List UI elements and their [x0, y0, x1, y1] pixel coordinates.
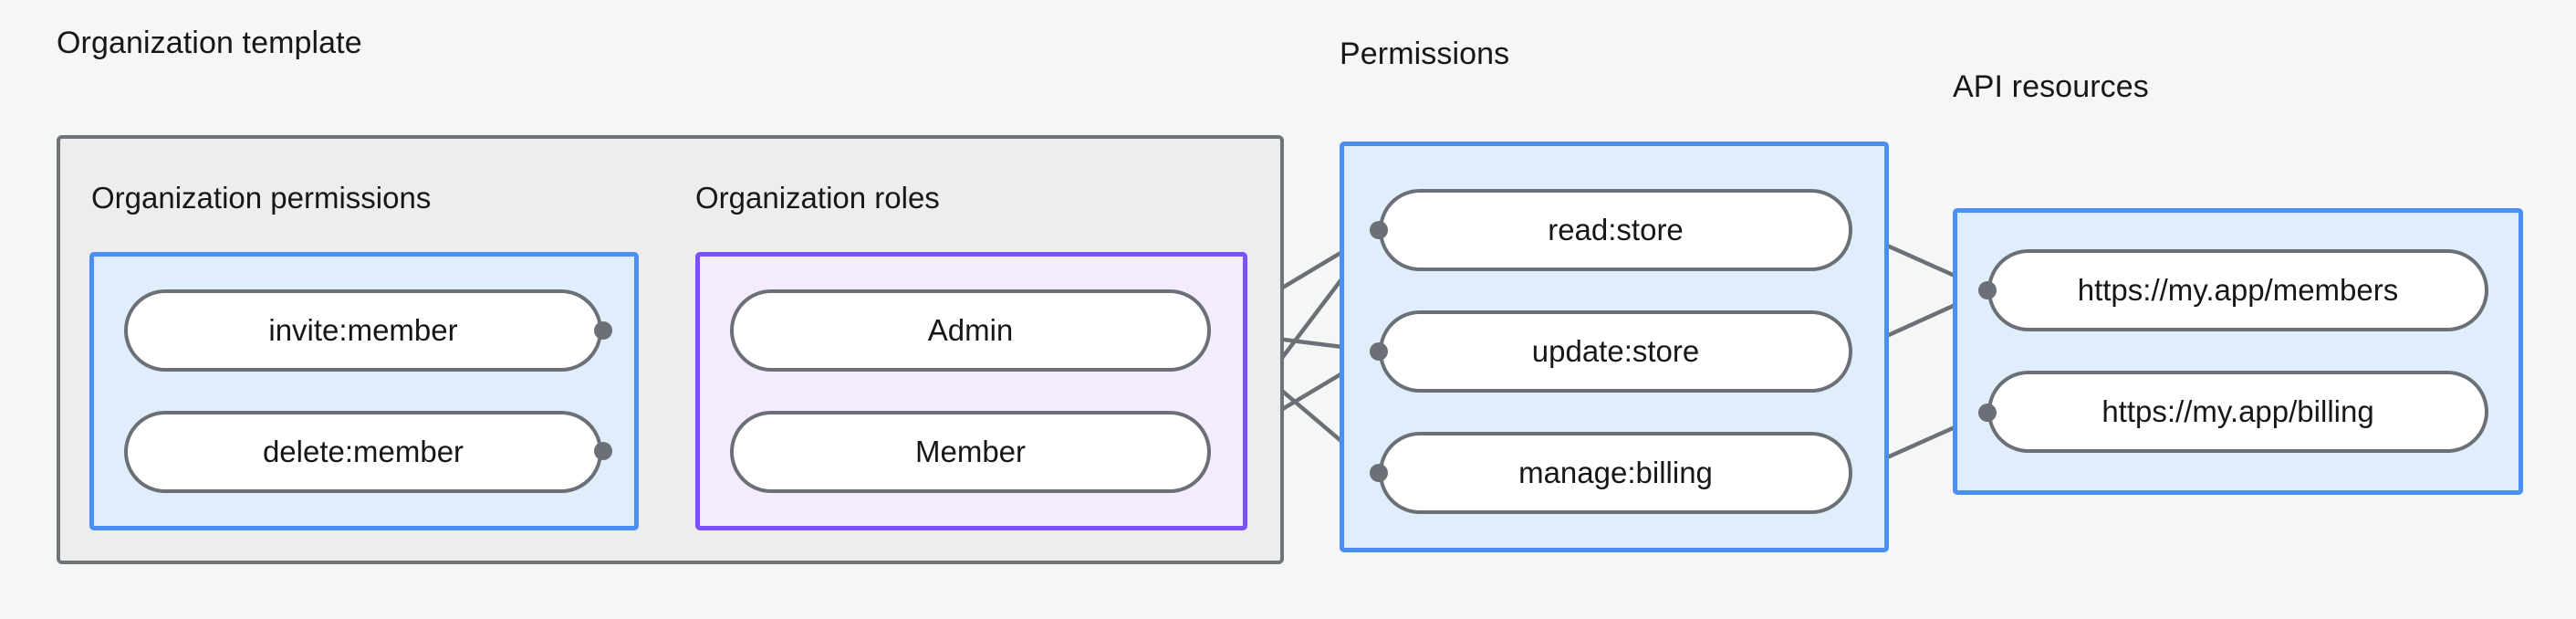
organization-template-label: Organization template [57, 26, 362, 60]
connector-dot-billing-url [1978, 404, 1997, 422]
node-billing-url[interactable]: https://my.app/billing [1987, 371, 2488, 453]
node-delete-member[interactable]: delete:member [124, 411, 602, 493]
connector-dot-invite-member [594, 321, 612, 340]
connector-dot-manage-billing [1370, 464, 1388, 482]
node-read-store[interactable]: read:store [1379, 189, 1852, 271]
connector-dot-update-store [1370, 342, 1388, 361]
node-update-store[interactable]: update:store [1379, 310, 1852, 393]
connector-dot-read-store [1370, 221, 1388, 239]
node-admin[interactable]: Admin [730, 289, 1211, 372]
permissions-label: Permissions [1340, 37, 1510, 71]
organization-permissions-label: Organization permissions [91, 181, 432, 215]
node-member[interactable]: Member [730, 411, 1211, 493]
api-resources-label: API resources [1953, 69, 2149, 104]
organization-roles-label: Organization roles [695, 181, 940, 215]
node-invite-member[interactable]: invite:member [124, 289, 602, 372]
node-manage-billing[interactable]: manage:billing [1379, 432, 1852, 514]
node-members-url[interactable]: https://my.app/members [1987, 249, 2488, 331]
connector-dot-delete-member [594, 442, 612, 460]
connector-dot-members-url [1978, 281, 1997, 299]
